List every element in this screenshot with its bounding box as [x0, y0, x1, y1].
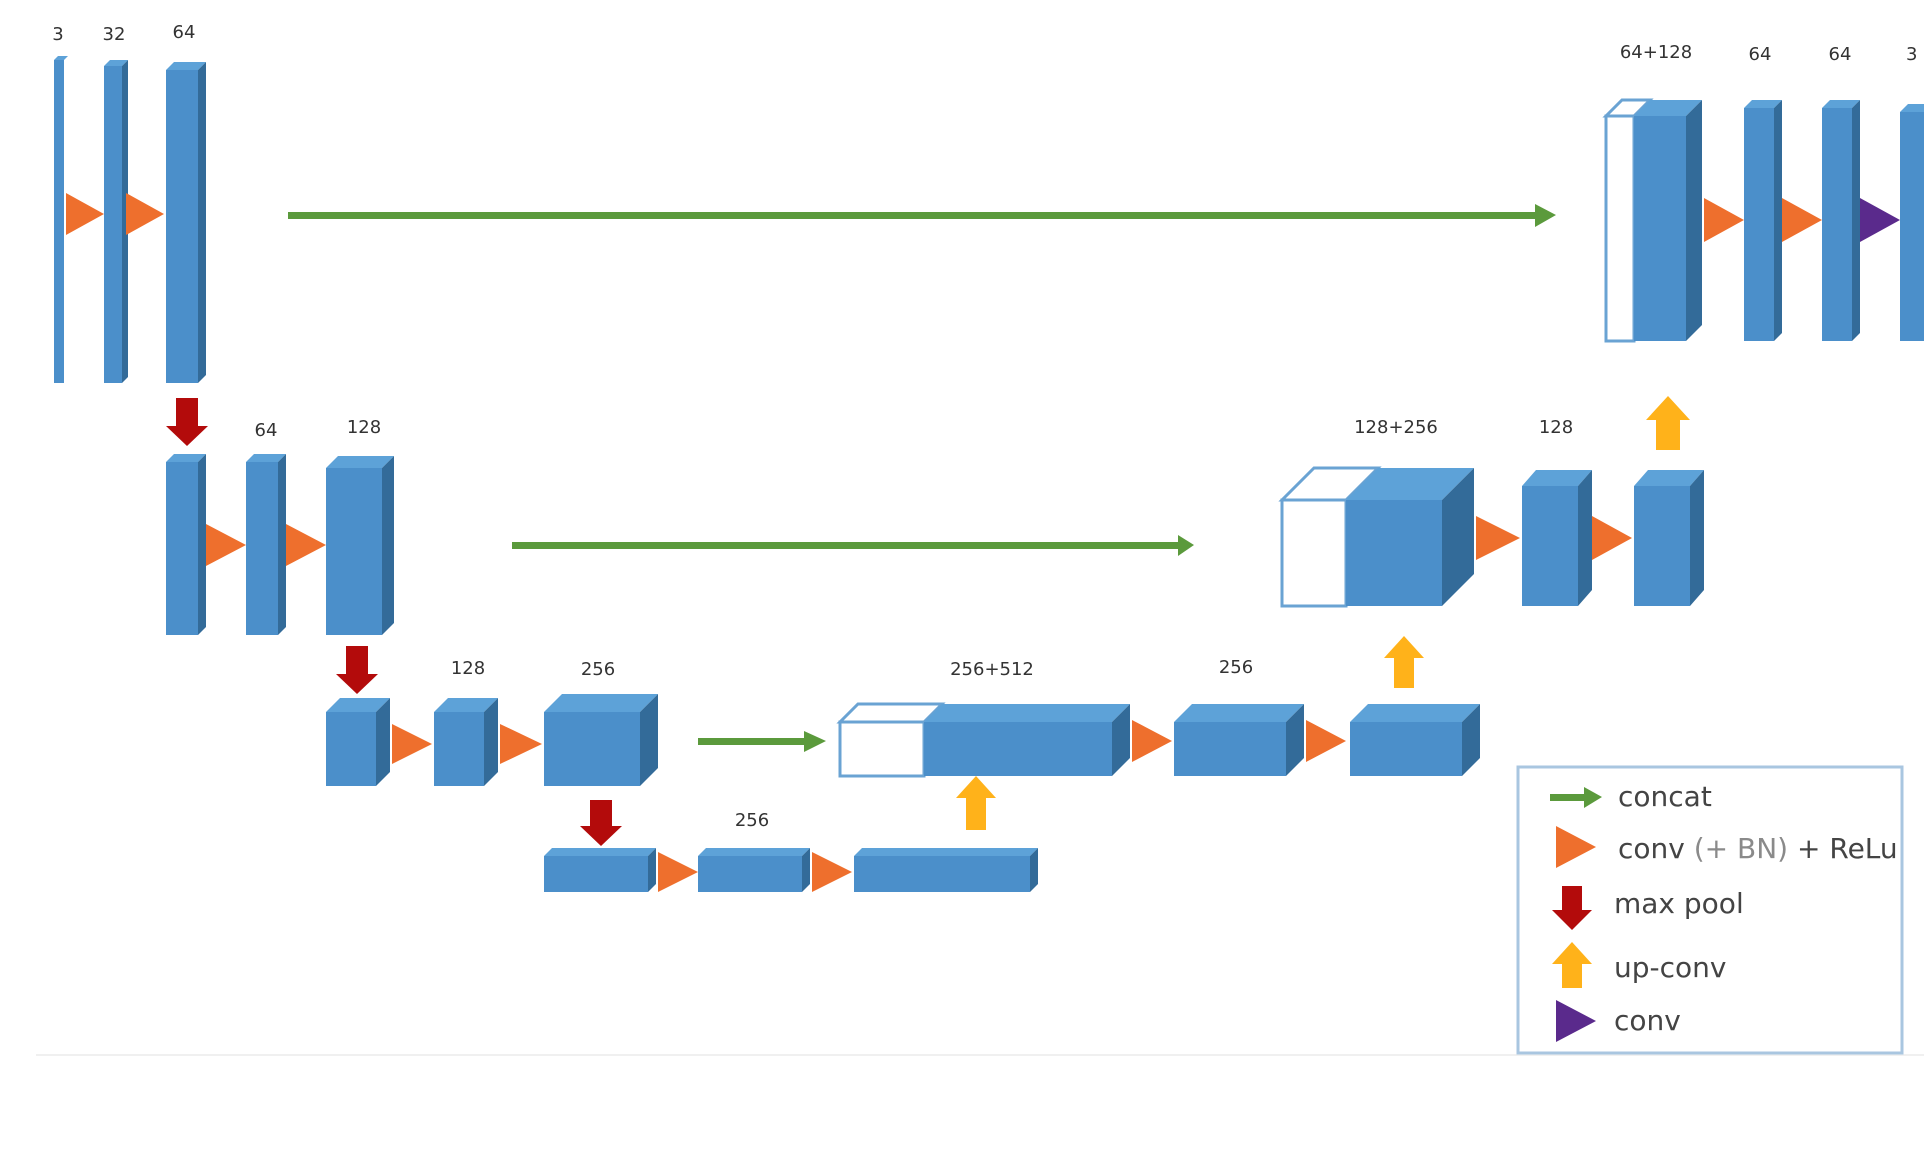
conv-relu-arrow: [286, 524, 326, 566]
block-enc2-64: [246, 454, 286, 635]
block-dec2-128a: [1522, 470, 1592, 606]
concat-arrow-level-3: [698, 731, 826, 752]
encoder-level-3: 128 256: [326, 658, 658, 786]
label-dec1-output: 3: [1906, 44, 1917, 65]
label-dec3-concat: 256+512: [950, 659, 1034, 680]
up-conv-arrow: [1384, 636, 1424, 688]
max-pool-arrow: [336, 646, 378, 694]
label-enc3-128: 128: [451, 658, 485, 679]
up-conv-arrow: [1646, 396, 1690, 450]
max-pool-arrow: [580, 800, 622, 846]
legend-item-conv-relu: conv (+ BN) + ReLu: [1556, 826, 1898, 868]
up-conv-arrow: [956, 776, 996, 830]
concat-arrow-level-1: [288, 204, 1556, 227]
block-dec3-256a: [1174, 704, 1304, 776]
legend-label-up-conv: up-conv: [1614, 951, 1726, 984]
legend-label-concat: concat: [1618, 780, 1712, 813]
label-enc2-128: 128: [347, 417, 381, 438]
max-pool-arrow-icon: [1552, 886, 1592, 930]
conv-arrow: [1860, 198, 1900, 242]
block-enc1-32: [104, 60, 128, 383]
legend-item-conv: conv: [1556, 1000, 1681, 1042]
block-enc3-pool: [326, 698, 390, 786]
legend-item-concat: concat: [1550, 780, 1712, 813]
block-bottleneck-upsample: [854, 848, 1038, 892]
concat-arrow-level-2: [512, 535, 1194, 556]
label-dec1-64a: 64: [1749, 44, 1772, 65]
block-dec1-output: [1900, 104, 1924, 341]
conv-relu-arrow: [812, 852, 852, 892]
block-enc2-128: [326, 456, 394, 635]
block-dec2-128b: [1634, 470, 1704, 606]
decoder-level-3: 256+512 256: [836, 657, 1480, 778]
block-dec1-concat: [1602, 98, 1702, 343]
label-enc1-32: 32: [103, 24, 126, 45]
concat-arrow-icon: [1550, 787, 1602, 808]
block-dec1-64b: [1822, 100, 1860, 341]
encoder-level-1: 3 32 64: [52, 22, 206, 383]
conv-relu-arrow: [126, 193, 164, 235]
conv-relu-arrow-icon: [1556, 826, 1596, 868]
legend-label-conv-relu-paren: (+ BN): [1685, 832, 1788, 865]
block-enc1-input: [54, 56, 68, 383]
block-dec3-256b: [1350, 704, 1480, 776]
legend-label-conv-relu-tail: + ReLu: [1788, 832, 1898, 865]
conv-relu-arrow: [1306, 720, 1346, 762]
label-enc2-64: 64: [255, 420, 278, 441]
label-enc1-64: 64: [173, 22, 196, 43]
conv-relu-arrow: [1476, 516, 1520, 560]
block-bottleneck-256: [698, 848, 810, 892]
label-enc1-input: 3: [52, 24, 63, 45]
block-bottleneck-pool: [544, 848, 656, 892]
conv-relu-arrow: [1132, 720, 1172, 762]
legend-item-up-conv: up-conv: [1552, 942, 1726, 988]
conv-relu-arrow: [1704, 198, 1744, 242]
label-enc3-256: 256: [581, 659, 615, 680]
label-bottleneck-256: 256: [735, 810, 769, 831]
decoder-level-2: 128+256 128: [1278, 417, 1704, 608]
legend-item-max-pool: max pool: [1552, 886, 1744, 930]
block-enc1-64: [166, 62, 206, 383]
legend: concat conv (+ BN) + ReLu max pool up-co…: [1516, 765, 1904, 1055]
conv-relu-arrow: [658, 852, 698, 892]
block-dec1-64a: [1744, 100, 1782, 341]
conv-relu-arrow: [1592, 516, 1632, 560]
conv-arrow-icon: [1556, 1000, 1596, 1042]
block-enc3-128: [434, 698, 498, 786]
conv-relu-arrow: [206, 524, 246, 566]
conv-relu-arrow: [1782, 198, 1822, 242]
legend-label-conv-relu: conv (+ BN) + ReLu: [1618, 832, 1898, 865]
label-dec2-concat: 128+256: [1354, 417, 1438, 438]
block-enc3-256: [544, 694, 658, 786]
block-dec3-concat: [836, 702, 1130, 778]
label-dec2-128: 128: [1539, 417, 1573, 438]
label-dec3-256: 256: [1219, 657, 1253, 678]
encoder-level-2: 64 128: [166, 417, 394, 635]
bottleneck-level: 256: [544, 810, 1038, 892]
conv-relu-arrow: [392, 724, 432, 764]
max-pool-arrow: [166, 398, 208, 446]
legend-label-conv: conv: [1614, 1004, 1681, 1037]
block-dec2-concat: [1278, 466, 1474, 608]
label-dec1-64b: 64: [1829, 44, 1852, 65]
decoder-level-1: 64+128 64 64 3: [1602, 42, 1924, 343]
conv-relu-arrow: [66, 193, 104, 235]
legend-label-max-pool: max pool: [1614, 887, 1744, 920]
up-conv-arrow-icon: [1552, 942, 1592, 988]
legend-label-conv-relu-main: conv: [1618, 832, 1685, 865]
block-enc2-pool: [166, 454, 206, 635]
label-dec1-concat: 64+128: [1620, 42, 1692, 63]
conv-relu-arrow: [500, 724, 542, 764]
